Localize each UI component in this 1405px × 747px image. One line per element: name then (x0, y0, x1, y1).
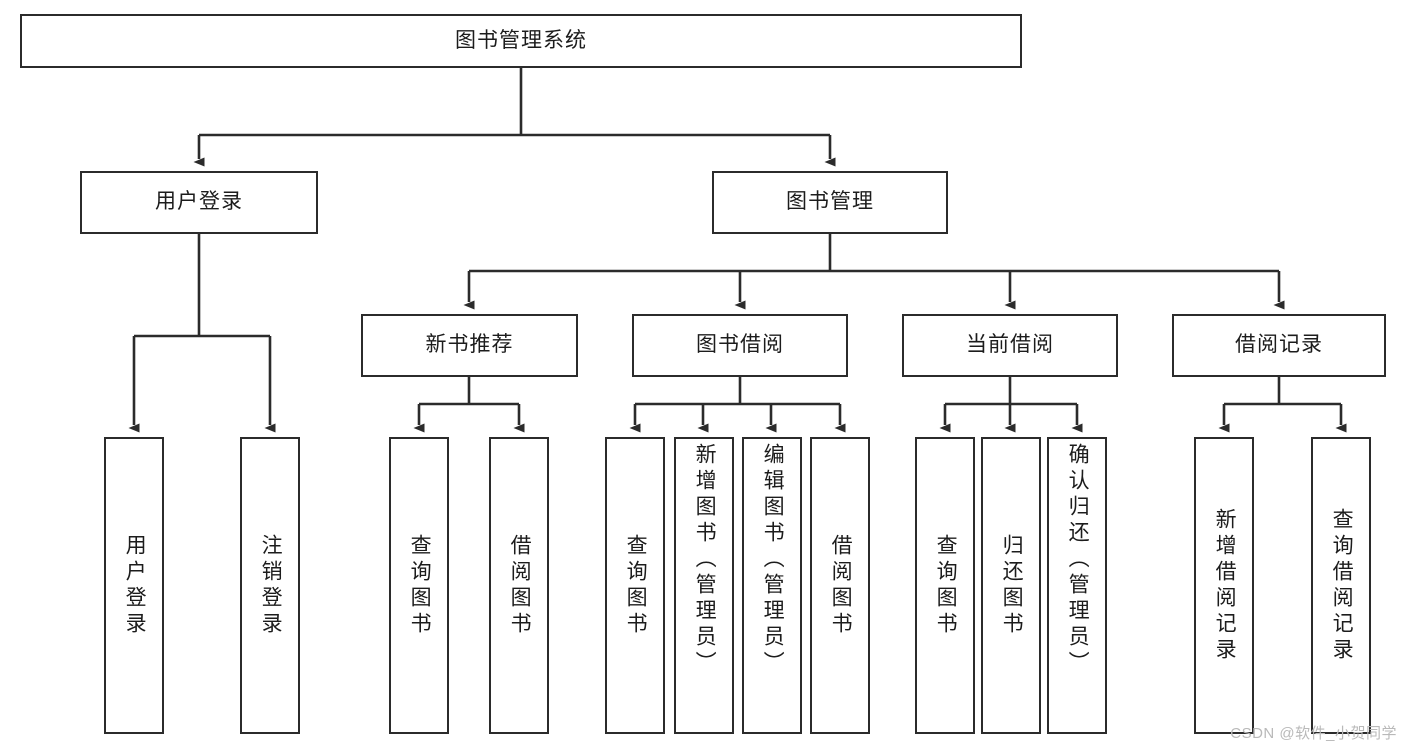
leaf-borrow-book[interactable]: 借阅图书 (810, 437, 870, 734)
leaf-confirm-return-admin[interactable]: 确认归还（管理员） (1047, 437, 1107, 734)
node-new-book-recommend[interactable]: 新书推荐 (361, 314, 578, 377)
node-label: 借阅记录 (1235, 333, 1323, 357)
leaf-borrow-book-newbook[interactable]: 借阅图书 (489, 437, 549, 734)
node-label: 图书借阅 (696, 333, 784, 357)
leaf-label: 查询图书 (624, 533, 648, 638)
node-label: 用户登录 (155, 190, 243, 214)
leaf-label: 注销登录 (259, 533, 283, 638)
leaf-label: 查询图书 (408, 533, 432, 638)
leaf-add-borrow-record[interactable]: 新增借阅记录 (1194, 437, 1254, 734)
leaf-user-login[interactable]: 用户登录 (104, 437, 164, 734)
leaf-query-book-current[interactable]: 查询图书 (915, 437, 975, 734)
node-user-login[interactable]: 用户登录 (80, 171, 318, 234)
leaf-logout[interactable]: 注销登录 (240, 437, 300, 734)
watermark-text: CSDN @软件_小贺同学 (1230, 725, 1397, 742)
leaf-query-book-newbook[interactable]: 查询图书 (389, 437, 449, 734)
leaf-label: 借阅图书 (508, 533, 532, 638)
node-label: 新书推荐 (425, 333, 514, 357)
node-label: 当前借阅 (966, 333, 1054, 357)
leaf-label: 借阅图书 (829, 533, 853, 638)
leaf-query-book-borrow[interactable]: 查询图书 (605, 437, 665, 734)
leaf-label: 查询借阅记录 (1330, 507, 1354, 664)
node-root-system[interactable]: 图书管理系统 (20, 14, 1022, 68)
leaf-label: 用户登录 (123, 533, 147, 638)
leaf-query-borrow-record[interactable]: 查询借阅记录 (1311, 437, 1371, 734)
node-current-borrow[interactable]: 当前借阅 (902, 314, 1118, 377)
node-label: 图书管理系统 (455, 28, 587, 52)
node-book-borrow[interactable]: 图书借阅 (632, 314, 848, 377)
leaf-label: 归还图书 (1000, 533, 1024, 638)
leaf-label: 确认归还（管理员） (1066, 443, 1090, 677)
node-book-management[interactable]: 图书管理 (712, 171, 948, 234)
leaf-label: 新增图书（管理员） (693, 443, 717, 677)
leaf-return-book[interactable]: 归还图书 (981, 437, 1041, 734)
leaf-add-book-admin[interactable]: 新增图书（管理员） (674, 437, 734, 734)
node-borrow-records[interactable]: 借阅记录 (1172, 314, 1386, 377)
leaf-edit-book-admin[interactable]: 编辑图书（管理员） (742, 437, 802, 734)
leaf-label: 查询图书 (934, 533, 958, 638)
node-label: 图书管理 (786, 190, 874, 214)
leaf-label: 编辑图书（管理员） (761, 443, 785, 677)
leaf-label: 新增借阅记录 (1213, 507, 1237, 664)
